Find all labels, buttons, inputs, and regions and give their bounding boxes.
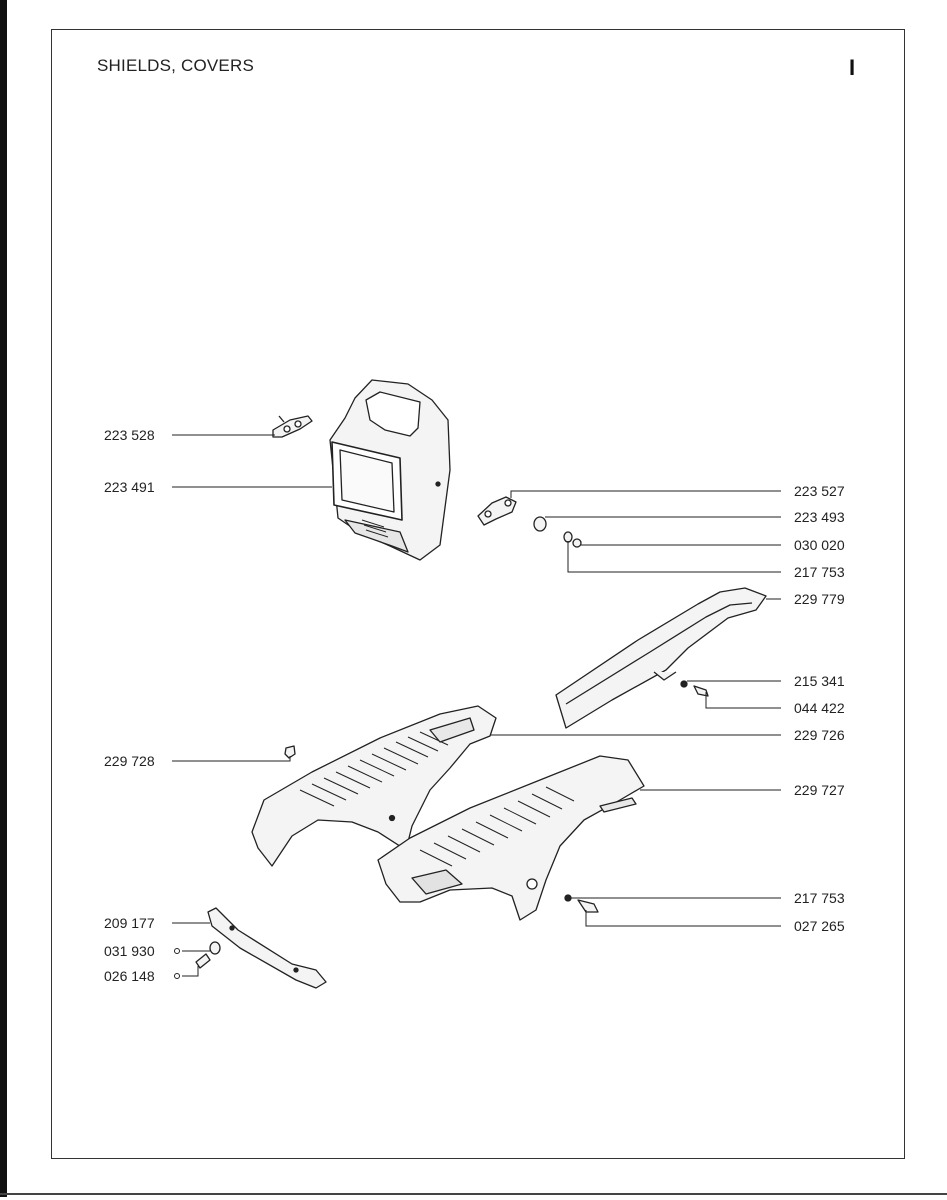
label-027265: 027 265 — [794, 918, 845, 934]
page-title: SHIELDS, COVERS — [97, 56, 254, 75]
rear-frame-cover — [555, 587, 767, 729]
label-229727: 229 727 — [794, 782, 845, 798]
label-044422: 044 422 — [794, 700, 845, 716]
washer-screw-bar — [195, 941, 221, 969]
leader-027265 — [585, 910, 781, 927]
label-209177: 209 177 — [104, 915, 155, 931]
label-215341: 215 341 — [794, 673, 845, 689]
label-223491: 223 491 — [104, 479, 155, 495]
mounting-bar — [207, 907, 327, 989]
label-217753-b: 217 753 — [794, 890, 845, 906]
leader-223527 — [510, 490, 781, 498]
footboard-left — [251, 705, 497, 867]
leader-229728 — [172, 756, 291, 762]
leader-217753a — [567, 541, 781, 573]
leader-044422 — [705, 692, 781, 709]
label-229726: 229 726 — [794, 727, 845, 743]
label-026148: 026 148 — [104, 968, 155, 984]
leader-026148 — [182, 966, 199, 977]
dot-026148 — [174, 973, 180, 979]
grommet — [533, 516, 547, 532]
label-229728: 229 728 — [104, 753, 155, 769]
label-217753-a: 217 753 — [794, 564, 845, 580]
headlight-shield — [329, 379, 451, 561]
label-223528: 223 528 — [104, 427, 155, 443]
label-229779: 229 779 — [794, 591, 845, 607]
washer-screw-lower — [564, 894, 599, 913]
bottom-rule — [0, 1193, 947, 1195]
label-031930: 031 930 — [104, 943, 155, 959]
bracket-right — [477, 496, 517, 526]
left-binding-bar — [0, 0, 7, 1197]
label-030020: 030 020 — [794, 537, 845, 553]
bracket-left — [272, 415, 313, 438]
dot-031930 — [174, 948, 180, 954]
page-frame — [51, 29, 905, 1159]
section-mark: I — [849, 55, 856, 80]
label-223493: 223 493 — [794, 509, 845, 525]
label-223527: 223 527 — [794, 483, 845, 499]
washer-nut — [563, 531, 582, 548]
clip — [284, 745, 296, 759]
footboard-right — [377, 755, 645, 921]
washer-screw — [680, 680, 709, 697]
